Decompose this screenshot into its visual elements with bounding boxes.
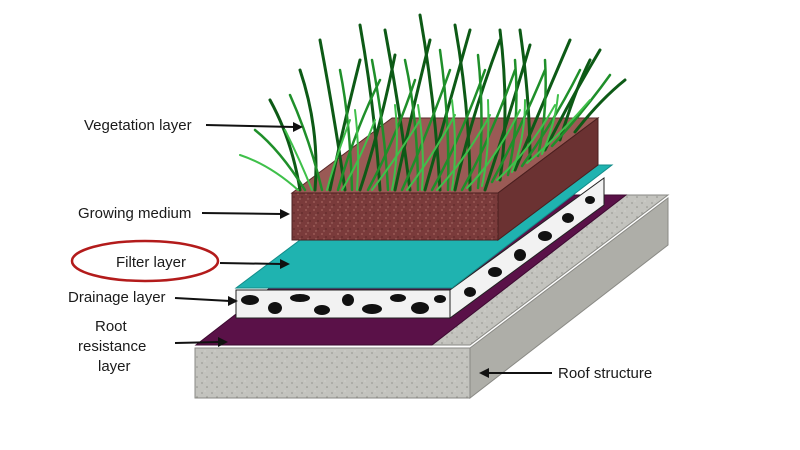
label-roof-structure: Roof structure [558,365,652,382]
label-filter-layer: Filter layer [116,254,186,271]
label-drainage-layer: Drainage layer [68,289,166,306]
drainage-side [449,177,605,319]
drainage-layer [235,177,605,319]
filter-highlight-ellipse [70,239,220,283]
label-root-line2: resistance [78,338,146,355]
label-vegetation-layer: Vegetation layer [84,117,192,134]
drainage-pattern [241,196,595,315]
label-root-line3: layer [98,358,131,375]
growing-side [497,117,599,241]
label-growing-medium: Growing medium [78,205,191,222]
leader-lines [174,122,552,378]
growing-front [291,192,499,241]
label-root-line1: Root [95,318,128,335]
vegetation-grass [239,13,627,192]
roof-slab-side [469,196,669,400]
roof-slab-front [194,347,471,399]
